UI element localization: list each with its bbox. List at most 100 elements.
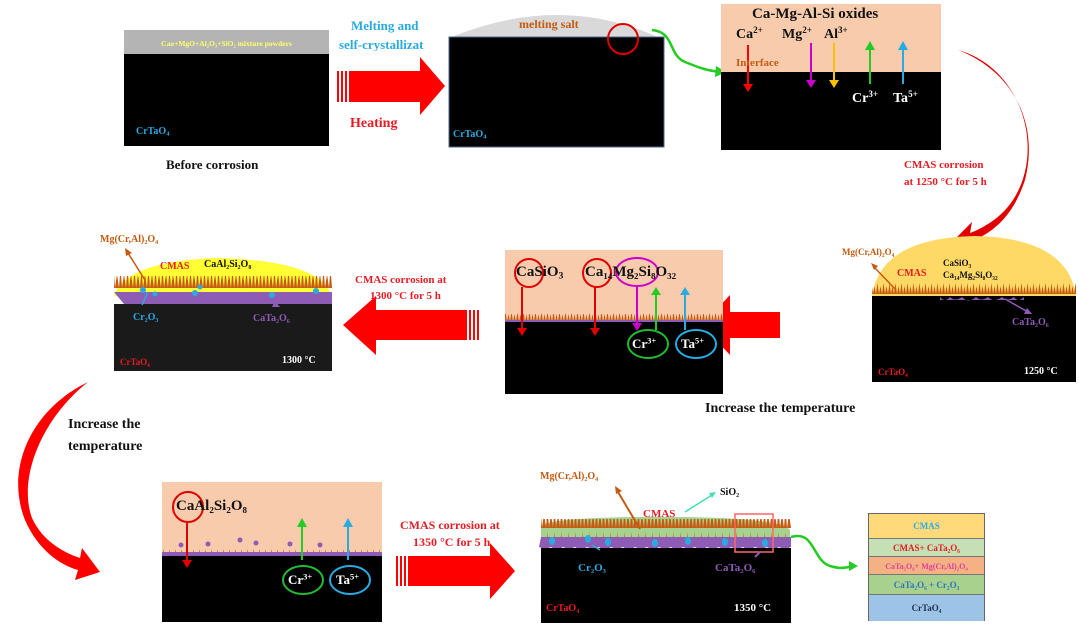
stage5-ion-cr: Cr3+ (632, 335, 657, 351)
stage8-cr2o3-label: Cr₂O₃ (578, 562, 606, 574)
stage1-substrate-label: CrTaO4 (136, 126, 169, 138)
ion-charge: 5+ (694, 335, 705, 346)
zoom-box (734, 513, 774, 553)
stage4-phase2: Ca₁₄Mg₂Si₈O₃₂ (943, 270, 998, 280)
stage6-spinel-label: Mg(Cr,Al)₂O₄ (100, 234, 159, 245)
stage6-sample (114, 248, 332, 371)
formula-rest: SiO (534, 264, 559, 280)
cmas-1300-line1: CMAS corrosion at (355, 274, 447, 286)
ion-symbol: Ta (681, 336, 695, 351)
stage8-sample (539, 486, 858, 623)
formula-circled-part: Ca (516, 264, 535, 280)
stage6-substrate-label: CrTaO₄ (120, 357, 150, 367)
stage5-formula2: Ca₁₄Mg₂Si₈O₃₂ (585, 264, 677, 280)
ion-charge: 2+ (753, 25, 763, 35)
layer-label: CMAS (913, 521, 940, 531)
powder-layer (124, 30, 329, 54)
increase-temperature-line2: temperature (68, 439, 143, 454)
zoom-circle (607, 23, 639, 55)
ion-symbol: Al (824, 27, 838, 42)
interface-label: Interface (736, 57, 779, 69)
cmas-1300-line2: 1300 °C for 5 h (370, 290, 441, 302)
cmas-1250-line1: CMAS corrosion (904, 159, 984, 171)
layer-label: CMAS+ CaTa₂O₆ (893, 543, 960, 553)
ion-symbol: Mg (782, 27, 803, 42)
stage6-phase1: CaAl₂Si₂O₈ (204, 259, 252, 270)
layer-stack: CMAS CMAS+ CaTa₂O₆ CaTa₂O₆+ Mg(Cr,Al)₂O₄… (868, 513, 985, 621)
stage6-cr2o3-label: Cr₂O₃ (133, 312, 159, 323)
substrate-text: CrTaO (453, 129, 484, 140)
stage4-sample (871, 236, 1076, 382)
ion-symbol: Ta (336, 572, 350, 587)
melting-salt-dome (449, 15, 660, 38)
layer-catantalate-cr2o3: CaTa₂O₆ + Cr₂O₃ (869, 574, 984, 595)
stage4-substrate-label: CrTaO₄ (878, 367, 908, 377)
stage6-temperature: 1300 °C (282, 355, 316, 366)
curved-arrow-1250 (948, 50, 1029, 250)
cmas-1250-line2: at 1250 °C for 5 h (904, 176, 987, 188)
layer-label: CaTa₂O₆ + Cr₂O₃ (893, 580, 960, 590)
stage4-spinel-label: Mg(Cr,Al)₂O₄ (842, 247, 895, 257)
cmas-1350-line1: CMAS corrosion at (400, 518, 500, 532)
oxides-title: Ca-Mg-Al-Si oxides (752, 6, 879, 22)
stage5-ion-ta: Ta5+ (681, 335, 705, 351)
powder-label: Cao+MgO+Al₂O₃+SiO₂ mixture powders (161, 39, 292, 48)
zoom-arrow (651, 28, 721, 74)
layer-label: CrTaO₄ (911, 603, 942, 613)
stage4-temperature: 1250 °C (1024, 366, 1058, 377)
stage6-cmas-label: CMAS (160, 261, 190, 272)
stage8-substrate-label: CrTaO₄ (546, 603, 580, 614)
ion-symbol: Cr (852, 91, 869, 106)
ion-symbol: Cr (288, 572, 304, 587)
stage8-cmas-label: CMAS (643, 508, 676, 520)
layer-cmas: CMAS (869, 514, 984, 538)
stage8-temperature: 1350 °C (734, 602, 772, 614)
heating-arrow (337, 57, 445, 115)
stage4-phase1: CaSiO₃ (943, 258, 972, 268)
formula-rest: Al₂Si₂O₈ (194, 498, 248, 514)
stage4-cmas-label: CMAS (897, 268, 927, 279)
layer-cmas-catantalate: CMAS+ CaTa₂O₆ (869, 538, 984, 557)
ion-charge: 3+ (838, 25, 848, 35)
ion-charge: 3+ (868, 89, 879, 99)
stage8-sio2-label: SiO₂ (720, 487, 740, 498)
ion-charge: 5+ (908, 89, 918, 99)
stage8-spinel-label: Mg(Cr,Al)₂O₄ (540, 471, 599, 482)
curved-arrow-increase (18, 382, 100, 580)
stage4-tantalate-label: CaTa₂O₆ (1012, 317, 1049, 328)
ion-mg: Mg2+ (782, 25, 812, 42)
formula-sub: 3 (558, 270, 564, 282)
ion-charge: 5+ (349, 571, 360, 582)
stage2-substrate-label: CrTaO4 (453, 129, 486, 141)
stage7-sample (162, 482, 382, 622)
arrow-right-1350 (396, 543, 515, 599)
substrate-crtao4 (124, 54, 329, 146)
ion-ca: Ca2+ (736, 25, 763, 42)
arrow-left-2 (343, 296, 479, 355)
before-corrosion-caption: Before corrosion (166, 157, 259, 172)
ion-charge: 2+ (802, 25, 812, 35)
ion-charge: 3+ (303, 571, 313, 582)
formula-circled-part: Ca (176, 498, 195, 514)
ion-symbol: Ca (736, 27, 754, 42)
stage5-formula1: CaSiO3 (516, 264, 564, 282)
ion-symbol: Cr (632, 336, 648, 351)
substrate-text: CrTaO (136, 126, 167, 137)
melting-salt-label: melting salt (519, 17, 579, 31)
melting-label-line2: self-crystallizat (339, 38, 424, 51)
ion-ta: Ta5+ (893, 89, 918, 106)
layer-label: CaTa₂O₆+ Mg(Cr,Al)₂O₄ (885, 561, 968, 571)
stage6-tantalate-label: CaTa₂O₆ (253, 313, 290, 324)
melting-label-line1: Melting and (351, 18, 419, 33)
stage2-sample (448, 15, 726, 148)
stage5-sample (505, 250, 723, 394)
ion-charge: 3+ (647, 335, 657, 346)
layer-catantalate-spinel: CaTa₂O₆+ Mg(Cr,Al)₂O₄ (869, 556, 984, 575)
ion-symbol: Ta (893, 91, 909, 106)
increase-temperature-line1: Increase the (68, 417, 141, 432)
increase-temperature-caption: Increase the temperature (705, 401, 856, 416)
stage7-formula: CaAl₂Si₂O₈ (176, 499, 247, 514)
stage7-ion-cr: Cr3+ (288, 571, 313, 587)
stage3-sample (721, 4, 941, 150)
